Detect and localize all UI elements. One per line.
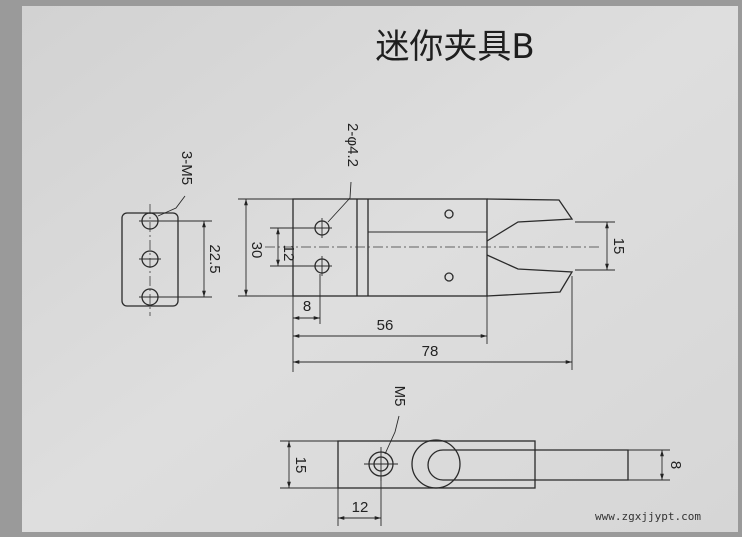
pivot-boss [411, 439, 461, 489]
leader-line [327, 181, 352, 223]
thread-callout-label: M5 [391, 386, 408, 407]
top-view: 30 12 2-φ4.2 15 8 56 78 [238, 123, 627, 372]
dimension-side-hole-offset: 12 [352, 499, 369, 516]
jaw-lower [486, 254, 574, 297]
dimension-hole-pitch: 22.5 [206, 244, 223, 273]
dimension-arm-width: 8 [667, 461, 684, 469]
paper-background [22, 6, 738, 532]
dimension-hole-offset: 8 [303, 298, 311, 315]
hole-callout-label: 3-M5 [178, 151, 195, 185]
top-view-body [292, 198, 488, 297]
watermark: www.zgxjjypt.com [595, 510, 701, 523]
dimension-side-height: 15 [292, 457, 309, 474]
clamp-arm [427, 449, 629, 481]
pin-hole-top [444, 209, 454, 219]
dimension-hole-spacing: 12 [280, 245, 297, 262]
drawing-title: 迷你夹具B [375, 27, 534, 67]
dimension-height: 30 [248, 242, 265, 259]
dimension-jaw-opening: 15 [610, 238, 627, 255]
dimension-body-length: 56 [377, 317, 394, 334]
pin-hole-bottom [444, 272, 454, 282]
dimension-total-length: 78 [422, 343, 439, 360]
leader-line [384, 415, 400, 455]
jaw-upper [486, 198, 574, 242]
leader-line [157, 195, 186, 217]
hole-callout-label: 2-φ4.2 [344, 123, 361, 167]
end-view: 22.5 3-M5 [121, 151, 223, 316]
side-view: 15 12 8 M5 [280, 386, 684, 526]
